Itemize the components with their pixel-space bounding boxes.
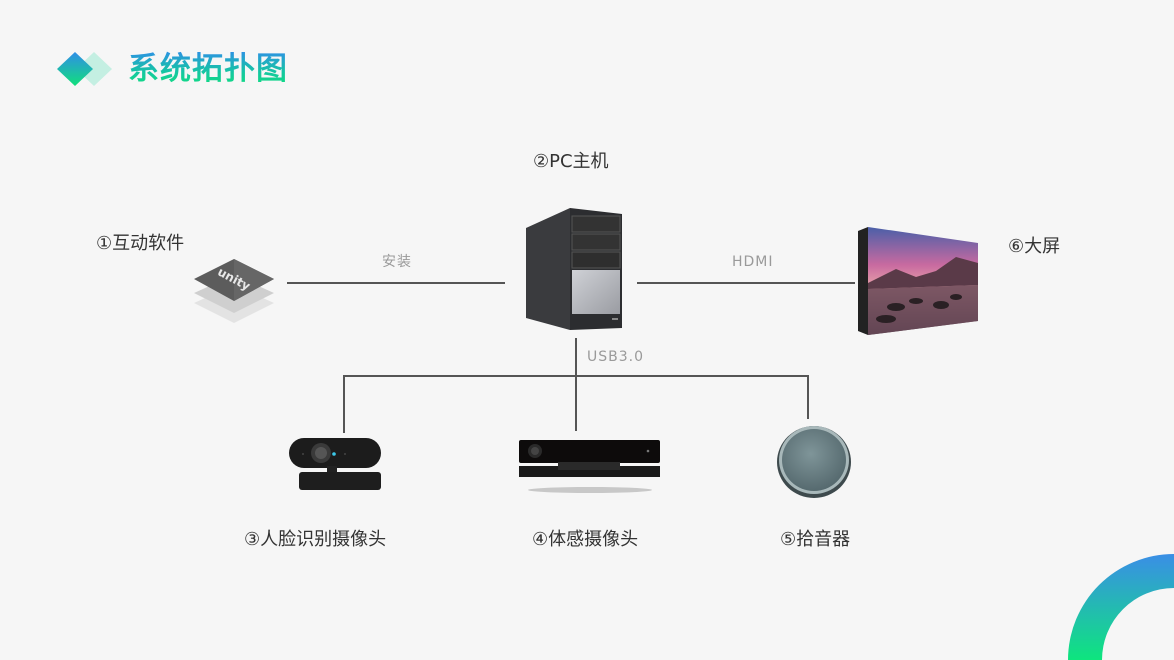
link-label-hdmi: HDMI <box>732 254 774 270</box>
decorative-ring-arc <box>1068 554 1174 660</box>
link-line-to-webcam <box>343 375 345 433</box>
logo-icon <box>56 50 116 90</box>
microphone-pickup-icon <box>775 423 853 499</box>
link-label-usb: USB3.0 <box>587 349 645 365</box>
link-line-usb-bus <box>343 375 809 377</box>
node-label-pickup: ⑤拾音器 <box>780 529 851 550</box>
node-label-software: ①互动软件 <box>96 233 185 254</box>
webcam-icon <box>287 436 385 494</box>
page-title: 系统拓扑图 <box>128 51 288 87</box>
link-line-pc-trunk <box>575 338 577 431</box>
link-line-pc-screen <box>637 282 855 284</box>
link-line-to-pickup <box>807 375 809 419</box>
link-label-install: 安装 <box>382 254 412 270</box>
kinect-sensor-icon <box>518 438 662 496</box>
link-line-software-pc <box>287 282 505 284</box>
node-label-screen: ⑥大屏 <box>1008 236 1061 257</box>
node-label-pc: ②PC主机 <box>533 151 609 172</box>
node-label-face-camera: ③人脸识别摄像头 <box>244 529 387 550</box>
node-label-motion-camera: ④体感摄像头 <box>532 529 639 550</box>
logo-back-diamond <box>76 52 112 86</box>
led-screen-icon <box>856 225 980 337</box>
pc-tower-icon <box>522 206 624 330</box>
decorative-ring <box>1034 554 1174 660</box>
unity-logo-icon: unity <box>190 255 278 327</box>
logo-front-diamond <box>57 52 93 86</box>
